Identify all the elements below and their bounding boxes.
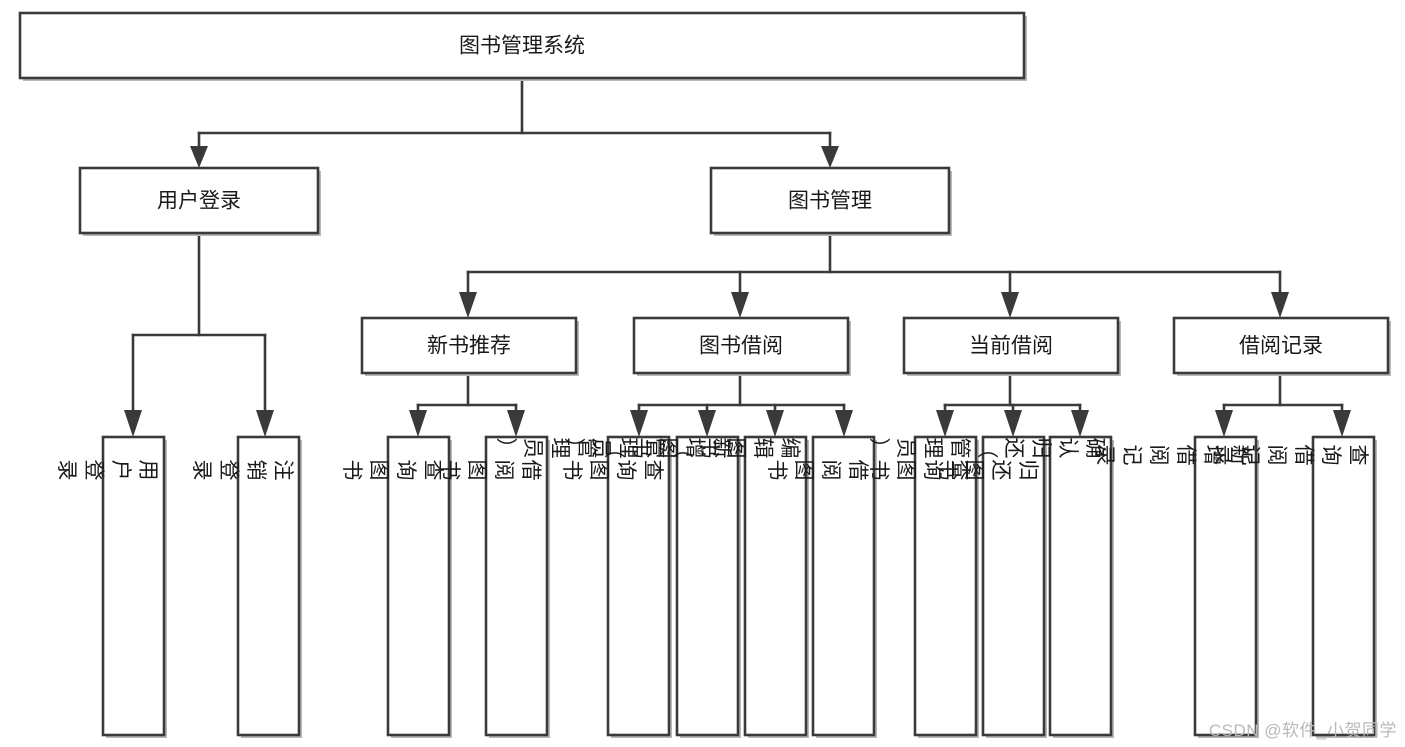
leaf-new-book-rec-1-label: 借阅图书 bbox=[438, 460, 542, 481]
leaf-borrow-record-1[interactable]: 查询借阅记录 bbox=[1211, 435, 1377, 738]
leaf-user-login-0-box bbox=[101, 435, 166, 737]
arrow-bookmanage-to-record-icon bbox=[1271, 292, 1289, 318]
leaf-user-login-1-label: 注销登录 bbox=[190, 460, 294, 481]
leaf-current-borrow-1-box bbox=[981, 435, 1046, 737]
leaf-book-borrow-3-box bbox=[811, 435, 876, 737]
node-book-borrow-label: 图书借阅 bbox=[699, 335, 783, 358]
leaf-current-borrow-2-label: 确认归还（管理员） bbox=[867, 438, 1106, 459]
node-user-login[interactable]: 用户登录 bbox=[78, 166, 321, 236]
arrow-borrowrecord-leaf-0-icon bbox=[1215, 410, 1233, 437]
arrow-currentborrow-leaf-1-icon bbox=[1004, 410, 1022, 437]
connector-layer bbox=[124, 79, 1351, 437]
node-current-borrow-box bbox=[902, 316, 1120, 375]
leaf-book-borrow-0-label: 查询图书 bbox=[560, 460, 664, 481]
leaf-current-borrow-1-label: 归还图书 bbox=[935, 460, 1039, 481]
leaf-user-login-0-label: 用户登录 bbox=[55, 460, 159, 481]
leaf-book-borrow-1-box bbox=[675, 435, 740, 737]
node-borrow-record-box bbox=[1172, 316, 1390, 375]
leaf-current-borrow-2-box bbox=[1048, 435, 1113, 737]
arrow-root-to-book-manage-icon bbox=[821, 146, 839, 168]
leaf-borrow-record-0-label: 新增借阅记录 bbox=[1093, 445, 1251, 466]
arrow-bookmanage-to-newbook-icon bbox=[459, 292, 477, 318]
node-root-box bbox=[18, 11, 1026, 80]
leaf-borrow-record-0[interactable]: 新增借阅记录 bbox=[1093, 435, 1259, 738]
leaf-user-login-1-box bbox=[236, 435, 301, 737]
arrow-bookborrow-leaf-0-icon bbox=[630, 410, 648, 437]
leaf-new-book-rec-1[interactable]: 借阅图书 bbox=[438, 435, 550, 738]
arrow-userlogin-leaf-1-icon bbox=[256, 410, 274, 437]
arrow-borrowrecord-leaf-1-icon bbox=[1333, 410, 1351, 437]
arrow-root-to-user-login-icon bbox=[190, 146, 208, 168]
leaf-book-borrow-2[interactable]: 编辑图书（管理员） bbox=[562, 435, 809, 738]
leaf-book-borrow-0[interactable]: 查询图书 bbox=[560, 435, 672, 738]
arrow-bookmanage-to-current-icon bbox=[1001, 292, 1019, 318]
node-borrow-record-label: 借阅记录 bbox=[1239, 335, 1323, 358]
arrow-bookborrow-leaf-2-icon bbox=[766, 410, 784, 437]
node-book-manage-box bbox=[709, 166, 951, 235]
node-new-book-rec-box bbox=[360, 316, 578, 375]
leaf-current-borrow-0[interactable]: 查询图书 bbox=[867, 435, 979, 738]
arrow-bookmanage-to-borrow-icon bbox=[731, 292, 749, 318]
leaf-book-borrow-3-label: 借阅图书 bbox=[765, 460, 869, 481]
leaf-new-book-rec-1-box bbox=[484, 435, 549, 737]
leaf-current-borrow-0-box bbox=[913, 435, 978, 737]
node-book-manage-label: 图书管理 bbox=[788, 190, 872, 213]
node-new-book-rec[interactable]: 新书推荐 bbox=[360, 316, 579, 376]
arrow-newbook-leaf-1-icon bbox=[507, 410, 525, 437]
node-user-login-box bbox=[78, 166, 320, 235]
node-book-borrow-box bbox=[632, 316, 850, 375]
leaf-borrow-record-0-box bbox=[1193, 435, 1258, 737]
leaf-book-borrow-1-label: 新增图书（管理员） bbox=[494, 438, 733, 459]
leaf-borrow-record-1-box bbox=[1311, 435, 1376, 737]
leaf-current-borrow-0-label: 查询图书 bbox=[867, 460, 971, 481]
arrow-newbook-leaf-0-icon bbox=[409, 410, 427, 437]
leaf-user-login-0[interactable]: 用户登录 bbox=[55, 435, 167, 738]
arrow-currentborrow-leaf-0-icon bbox=[936, 410, 954, 437]
node-book-borrow[interactable]: 图书借阅 bbox=[632, 316, 851, 376]
leaf-book-borrow-2-box bbox=[743, 435, 808, 737]
leaf-book-borrow-2-label: 编辑图书（管理员） bbox=[562, 438, 801, 459]
leaf-new-book-rec-0-box bbox=[386, 435, 451, 737]
arrow-currentborrow-leaf-2-icon bbox=[1071, 410, 1089, 437]
arrow-userlogin-leaf-0-icon bbox=[124, 410, 142, 437]
leaf-new-book-rec-0-label: 查询图书 bbox=[340, 460, 444, 481]
node-root-label: 图书管理系统 bbox=[459, 35, 585, 58]
node-new-book-rec-label: 新书推荐 bbox=[427, 335, 511, 358]
arrow-bookborrow-leaf-1-icon bbox=[698, 410, 716, 437]
leaf-book-borrow-3[interactable]: 借阅图书 bbox=[765, 435, 877, 738]
node-borrow-record[interactable]: 借阅记录 bbox=[1172, 316, 1391, 376]
node-user-login-label: 用户登录 bbox=[157, 190, 241, 213]
leaf-current-borrow-1[interactable]: 归还图书 bbox=[935, 435, 1047, 738]
arrow-bookborrow-leaf-3-icon bbox=[835, 410, 853, 437]
leaf-current-borrow-2[interactable]: 确认归还（管理员） bbox=[867, 435, 1114, 738]
node-current-borrow[interactable]: 当前借阅 bbox=[902, 316, 1121, 376]
leaf-book-borrow-1[interactable]: 新增图书（管理员） bbox=[494, 435, 741, 738]
node-root[interactable]: 图书管理系统 bbox=[18, 11, 1027, 81]
leaf-user-login-1[interactable]: 注销登录 bbox=[190, 435, 302, 738]
csdn-watermark: CSDN @软件_小贺同学 bbox=[1208, 721, 1397, 740]
leaf-new-book-rec-0[interactable]: 查询图书 bbox=[340, 435, 452, 738]
node-current-borrow-label: 当前借阅 bbox=[969, 335, 1053, 358]
leaf-book-borrow-0-box bbox=[606, 435, 671, 737]
leaf-borrow-record-1-label: 查询借阅记录 bbox=[1211, 445, 1369, 466]
node-book-manage[interactable]: 图书管理 bbox=[709, 166, 952, 236]
